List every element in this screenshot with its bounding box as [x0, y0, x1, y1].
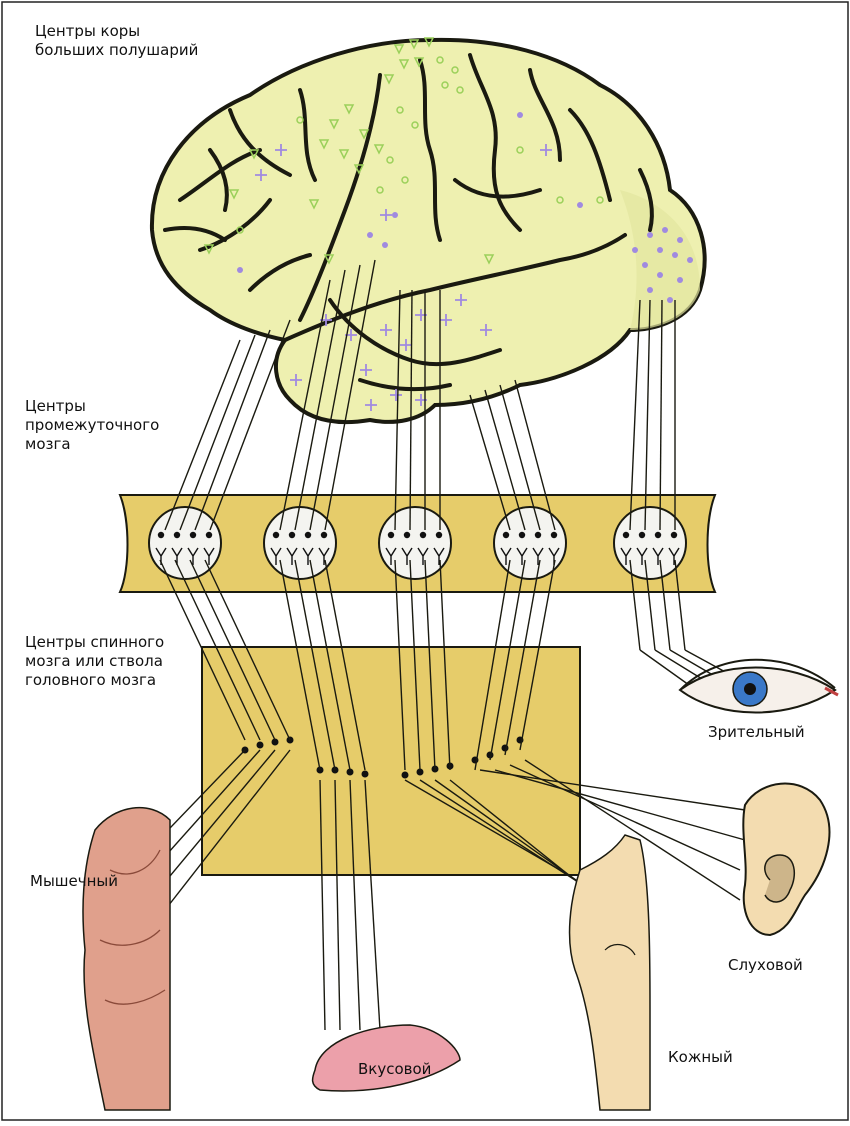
- neuron-circle-icon: [264, 507, 336, 579]
- label-skin: Кожный: [668, 1048, 733, 1067]
- label-diencephalon-centers: Центры промежуточного мозга: [25, 397, 159, 454]
- label-visual: Зрительный: [708, 723, 805, 742]
- neuron-circle-icon: [494, 507, 566, 579]
- label-taste: Вкусовой: [358, 1060, 431, 1079]
- synapse-dot: [257, 742, 264, 749]
- synapse-dot: [362, 771, 369, 778]
- synapse-dot: [402, 772, 409, 779]
- muscle-illustration: [83, 808, 170, 1110]
- label-auditory: Слуховой: [728, 956, 803, 975]
- label-spinal-centers: Центры спинного мозга или ствола головно…: [25, 633, 164, 690]
- label-muscular: Мышечный: [30, 872, 118, 891]
- spinal-center-block: [202, 647, 580, 875]
- synapse-dot: [502, 745, 509, 752]
- label-cortex-centers: Центры коры больших полушарий: [35, 22, 198, 60]
